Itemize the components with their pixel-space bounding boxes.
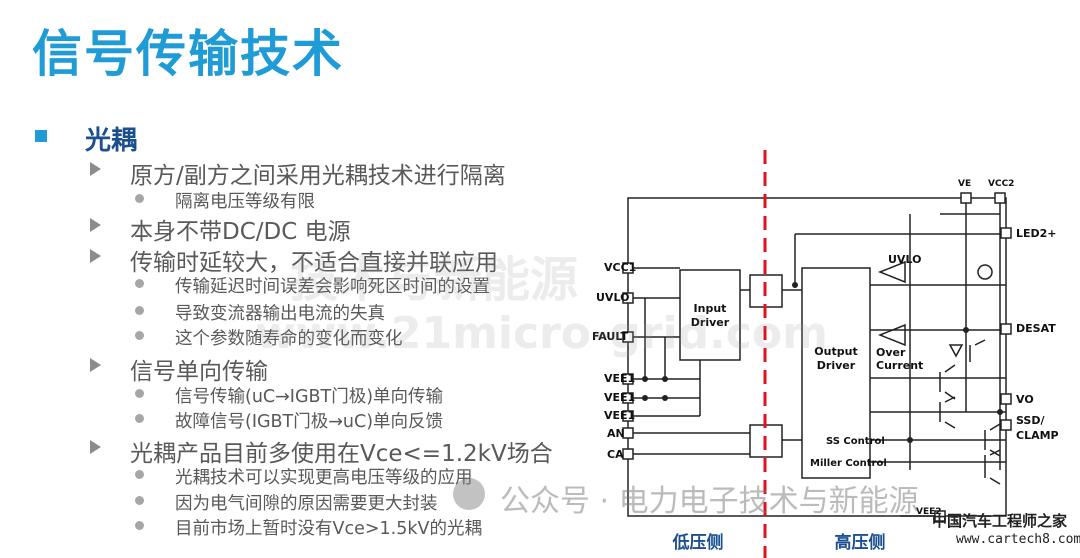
bullet-text: 光耦技术可以实现更高电压等级的应用 <box>175 468 473 488</box>
dot-bullet-icon <box>135 279 144 288</box>
pin-an: AN <box>607 427 625 440</box>
dot-bullet-icon <box>135 331 144 340</box>
bullet-level2: 本身不带DC/DC 电源 <box>90 212 351 246</box>
input-driver-box <box>679 269 741 361</box>
triangle-bullet-icon <box>90 162 101 176</box>
bullet-text: 这个参数随寿命的变化而变化 <box>175 329 403 349</box>
bullet-text: 传输延迟时间误差会影响死区时间的设置 <box>175 277 490 297</box>
watermark-account: 公众号 · 电力电子技术与新能源 <box>500 484 919 519</box>
bullet-text: 原方/副方之间采用光耦技术进行隔离 <box>130 163 506 189</box>
dot-bullet-icon <box>135 389 144 398</box>
pin-vcc2: VCC2 <box>988 179 1014 189</box>
watermark-url: www.21micro-grid.com <box>255 308 828 359</box>
pin-vo: VO <box>1016 393 1034 406</box>
bullet-text: 隔离电压等级有限 <box>175 192 315 212</box>
bullet-text: 传输时延较大，不适合直接并联应用 <box>130 250 498 276</box>
low-side-label: 低压侧 <box>672 532 724 553</box>
wechat-icon <box>453 478 485 510</box>
dot-bullet-icon <box>135 414 144 423</box>
ss-control-label: SS Control <box>826 436 885 447</box>
site-logo[interactable]: 中国汽车工程师之家 <box>932 512 1068 530</box>
pin-led2: LED2+ <box>1016 227 1057 240</box>
bullet-level1: 光耦 <box>35 120 138 157</box>
pin-ve: VE <box>958 179 971 189</box>
triangle-bullet-icon <box>90 249 101 263</box>
bullet-level3: 导致变流器输出电流的失真 <box>135 300 385 325</box>
pin-vee1-c: VEE1 <box>604 409 635 422</box>
miller-control-label: Miller Control <box>810 458 887 469</box>
bullet-text: 信号单向传输 <box>130 359 268 385</box>
bullet-level3: 因为电气间隙的原因需要更大封装 <box>135 490 438 515</box>
bullet-text: 光耦 <box>85 126 138 156</box>
pin-desat: DESAT <box>1016 322 1056 335</box>
square-bullet-icon <box>35 130 47 142</box>
triangle-bullet-icon <box>90 440 101 454</box>
bullet-level3: 传输延迟时间误差会影响死区时间的设置 <box>135 273 490 298</box>
dot-bullet-icon <box>135 470 144 479</box>
pin-vee2: VEE2 <box>916 507 942 517</box>
bullet-level3: 信号传输(uC→IGBT门极)单向传输 <box>135 383 444 408</box>
bullet-text: 本身不带DC/DC 电源 <box>130 219 351 245</box>
triangle-bullet-icon <box>90 218 101 232</box>
output-driver-box <box>801 267 871 479</box>
package-outline <box>627 197 1007 517</box>
dot-bullet-icon <box>135 194 144 203</box>
pin-vcc1: VCC1 <box>604 261 636 274</box>
dot-bullet-icon <box>135 306 144 315</box>
bullet-text: 导致变流器输出电流的失真 <box>175 304 385 324</box>
page-title: 信号传输技术 <box>32 25 344 83</box>
bullet-level3: 目前市场上暂时没有Vce>1.5kV的光耦 <box>135 515 482 540</box>
bullet-text: 故障信号(IGBT门极→uC)单向反馈 <box>175 412 444 432</box>
pin-uvlo: UVLO <box>596 291 629 304</box>
bullet-level3: 故障信号(IGBT门极→uC)单向反馈 <box>135 408 444 433</box>
bullet-text: 光耦产品目前多使用在Vce<=1.2kV场合 <box>130 441 553 467</box>
bullet-level3: 隔离电压等级有限 <box>135 188 315 213</box>
watermark-text: 技术与新能源 <box>290 252 579 308</box>
bullet-level3: 这个参数随寿命的变化而变化 <box>135 325 403 350</box>
pin-vee1-a: VEE1 <box>604 372 635 385</box>
uvlo-label: UVLO <box>888 253 921 266</box>
bullet-text: 因为电气间隙的原因需要更大封装 <box>175 494 438 514</box>
triangle-bullet-icon <box>90 358 101 372</box>
pin-ssd: SSD/ <box>1016 414 1045 427</box>
pin-ca: CA <box>607 448 624 461</box>
bullet-level2: 传输时延较大，不适合直接并联应用 <box>90 243 498 277</box>
dot-bullet-icon <box>135 496 144 505</box>
bullet-level2: 光耦产品目前多使用在Vce<=1.2kV场合 <box>90 434 553 468</box>
bullet-text: 信号传输(uC→IGBT门极)单向传输 <box>175 387 444 407</box>
site-url[interactable]: www.cartech8.com <box>956 532 1080 547</box>
pin-clamp: CLAMP <box>1016 429 1059 442</box>
bullet-level3: 光耦技术可以实现更高电压等级的应用 <box>135 464 473 489</box>
high-side-label: 高压侧 <box>835 532 886 553</box>
pin-fault: FAULT <box>592 330 629 343</box>
pin-vee1-b: VEE1 <box>604 391 635 404</box>
bullet-level2: 信号单向传输 <box>90 352 268 386</box>
dot-bullet-icon <box>135 521 144 530</box>
bullet-text: 目前市场上暂时没有Vce>1.5kV的光耦 <box>175 519 482 539</box>
bullet-level2: 原方/副方之间采用光耦技术进行隔离 <box>90 156 506 190</box>
